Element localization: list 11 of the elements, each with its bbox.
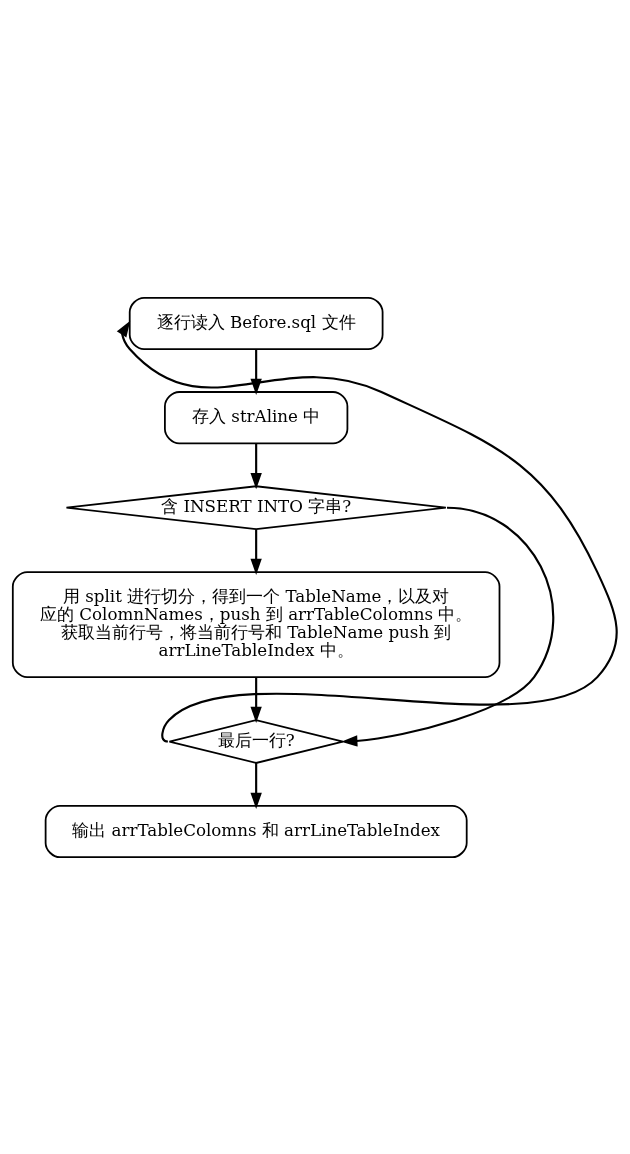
arrow — [250, 528, 262, 575]
node-diamond: 含 INSERT INTO 字串? — [65, 484, 447, 530]
node-box: 逐行读入 Before.sql 文件 — [128, 296, 384, 350]
node-box: 存入 strAline 中 — [164, 390, 349, 444]
node-box: 用 split 进行切分，得到一个 TableName，以及对应的 ColomnNames，push 到 arrTableColomns 中。 获取当前行号，将当前行号和 TableName push 到 arrLineTableIndex 中。 — [11, 570, 501, 678]
node-box: 输出 arrTableColomns 和 arrLineTableIndex — [44, 804, 468, 858]
arrow — [250, 762, 262, 809]
arrow — [250, 443, 262, 489]
arrow — [341, 506, 555, 747]
arrow — [250, 676, 262, 723]
node-diamond: 最后一行? — [168, 718, 344, 764]
